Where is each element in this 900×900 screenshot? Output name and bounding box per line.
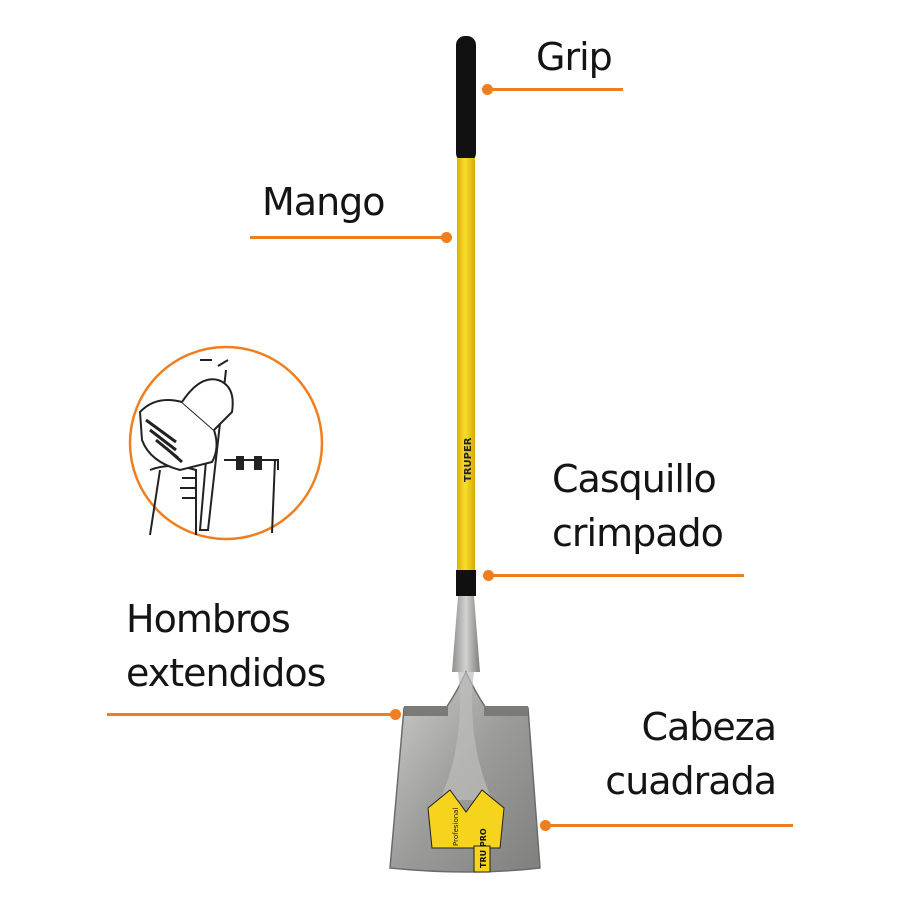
head-sticker <box>427 789 505 849</box>
grip-label-line-1: Grip <box>536 35 613 79</box>
casquillo-label-line-2: crimpado <box>552 511 724 555</box>
casquillo-leader-dot <box>483 570 494 581</box>
grip <box>456 36 476 162</box>
casquillo-label-line-1: Casquillo <box>552 457 717 501</box>
hombros-label-line-1: Hombros <box>126 597 291 641</box>
crimped-ferrule <box>456 570 476 596</box>
grip-leader-dot <box>482 84 493 95</box>
steel-socket <box>452 596 480 672</box>
hombros-leader-line <box>107 713 397 716</box>
head-brand-text: TRU PRO <box>479 828 488 868</box>
hombros-label: Hombros extendidos <box>126 592 326 700</box>
cabeza-label: Cabeza cuadrada <box>605 700 777 808</box>
cabeza-leader-dot <box>540 820 551 831</box>
cabeza-label-line-1: Cabeza <box>641 705 777 749</box>
handle <box>457 158 475 572</box>
casquillo-leader-line <box>488 574 744 577</box>
casquillo-label: Casquillo crimpado <box>552 452 724 560</box>
cabeza-leader-line <box>545 824 793 827</box>
mango-label-line-1: Mango <box>262 180 386 224</box>
grip-label: Grip <box>536 30 613 84</box>
mango-leader-dot <box>441 232 452 243</box>
head-sticker-text: Profesional <box>452 808 460 846</box>
mango-leader-line <box>250 236 446 239</box>
hombros-leader-dot <box>390 709 401 720</box>
mango-label: Mango <box>262 175 386 229</box>
handle-brand-text: TRUPER <box>463 437 474 482</box>
shoulder-left <box>404 706 448 716</box>
head-brand-plate <box>473 845 491 873</box>
cabeza-label-line-2: cuadrada <box>605 759 777 803</box>
shoulder-right <box>484 706 528 716</box>
head-spine <box>440 672 492 800</box>
inset-illustration <box>128 345 324 541</box>
hombros-label-line-2: extendidos <box>126 651 326 695</box>
grip-leader-line <box>487 88 623 91</box>
